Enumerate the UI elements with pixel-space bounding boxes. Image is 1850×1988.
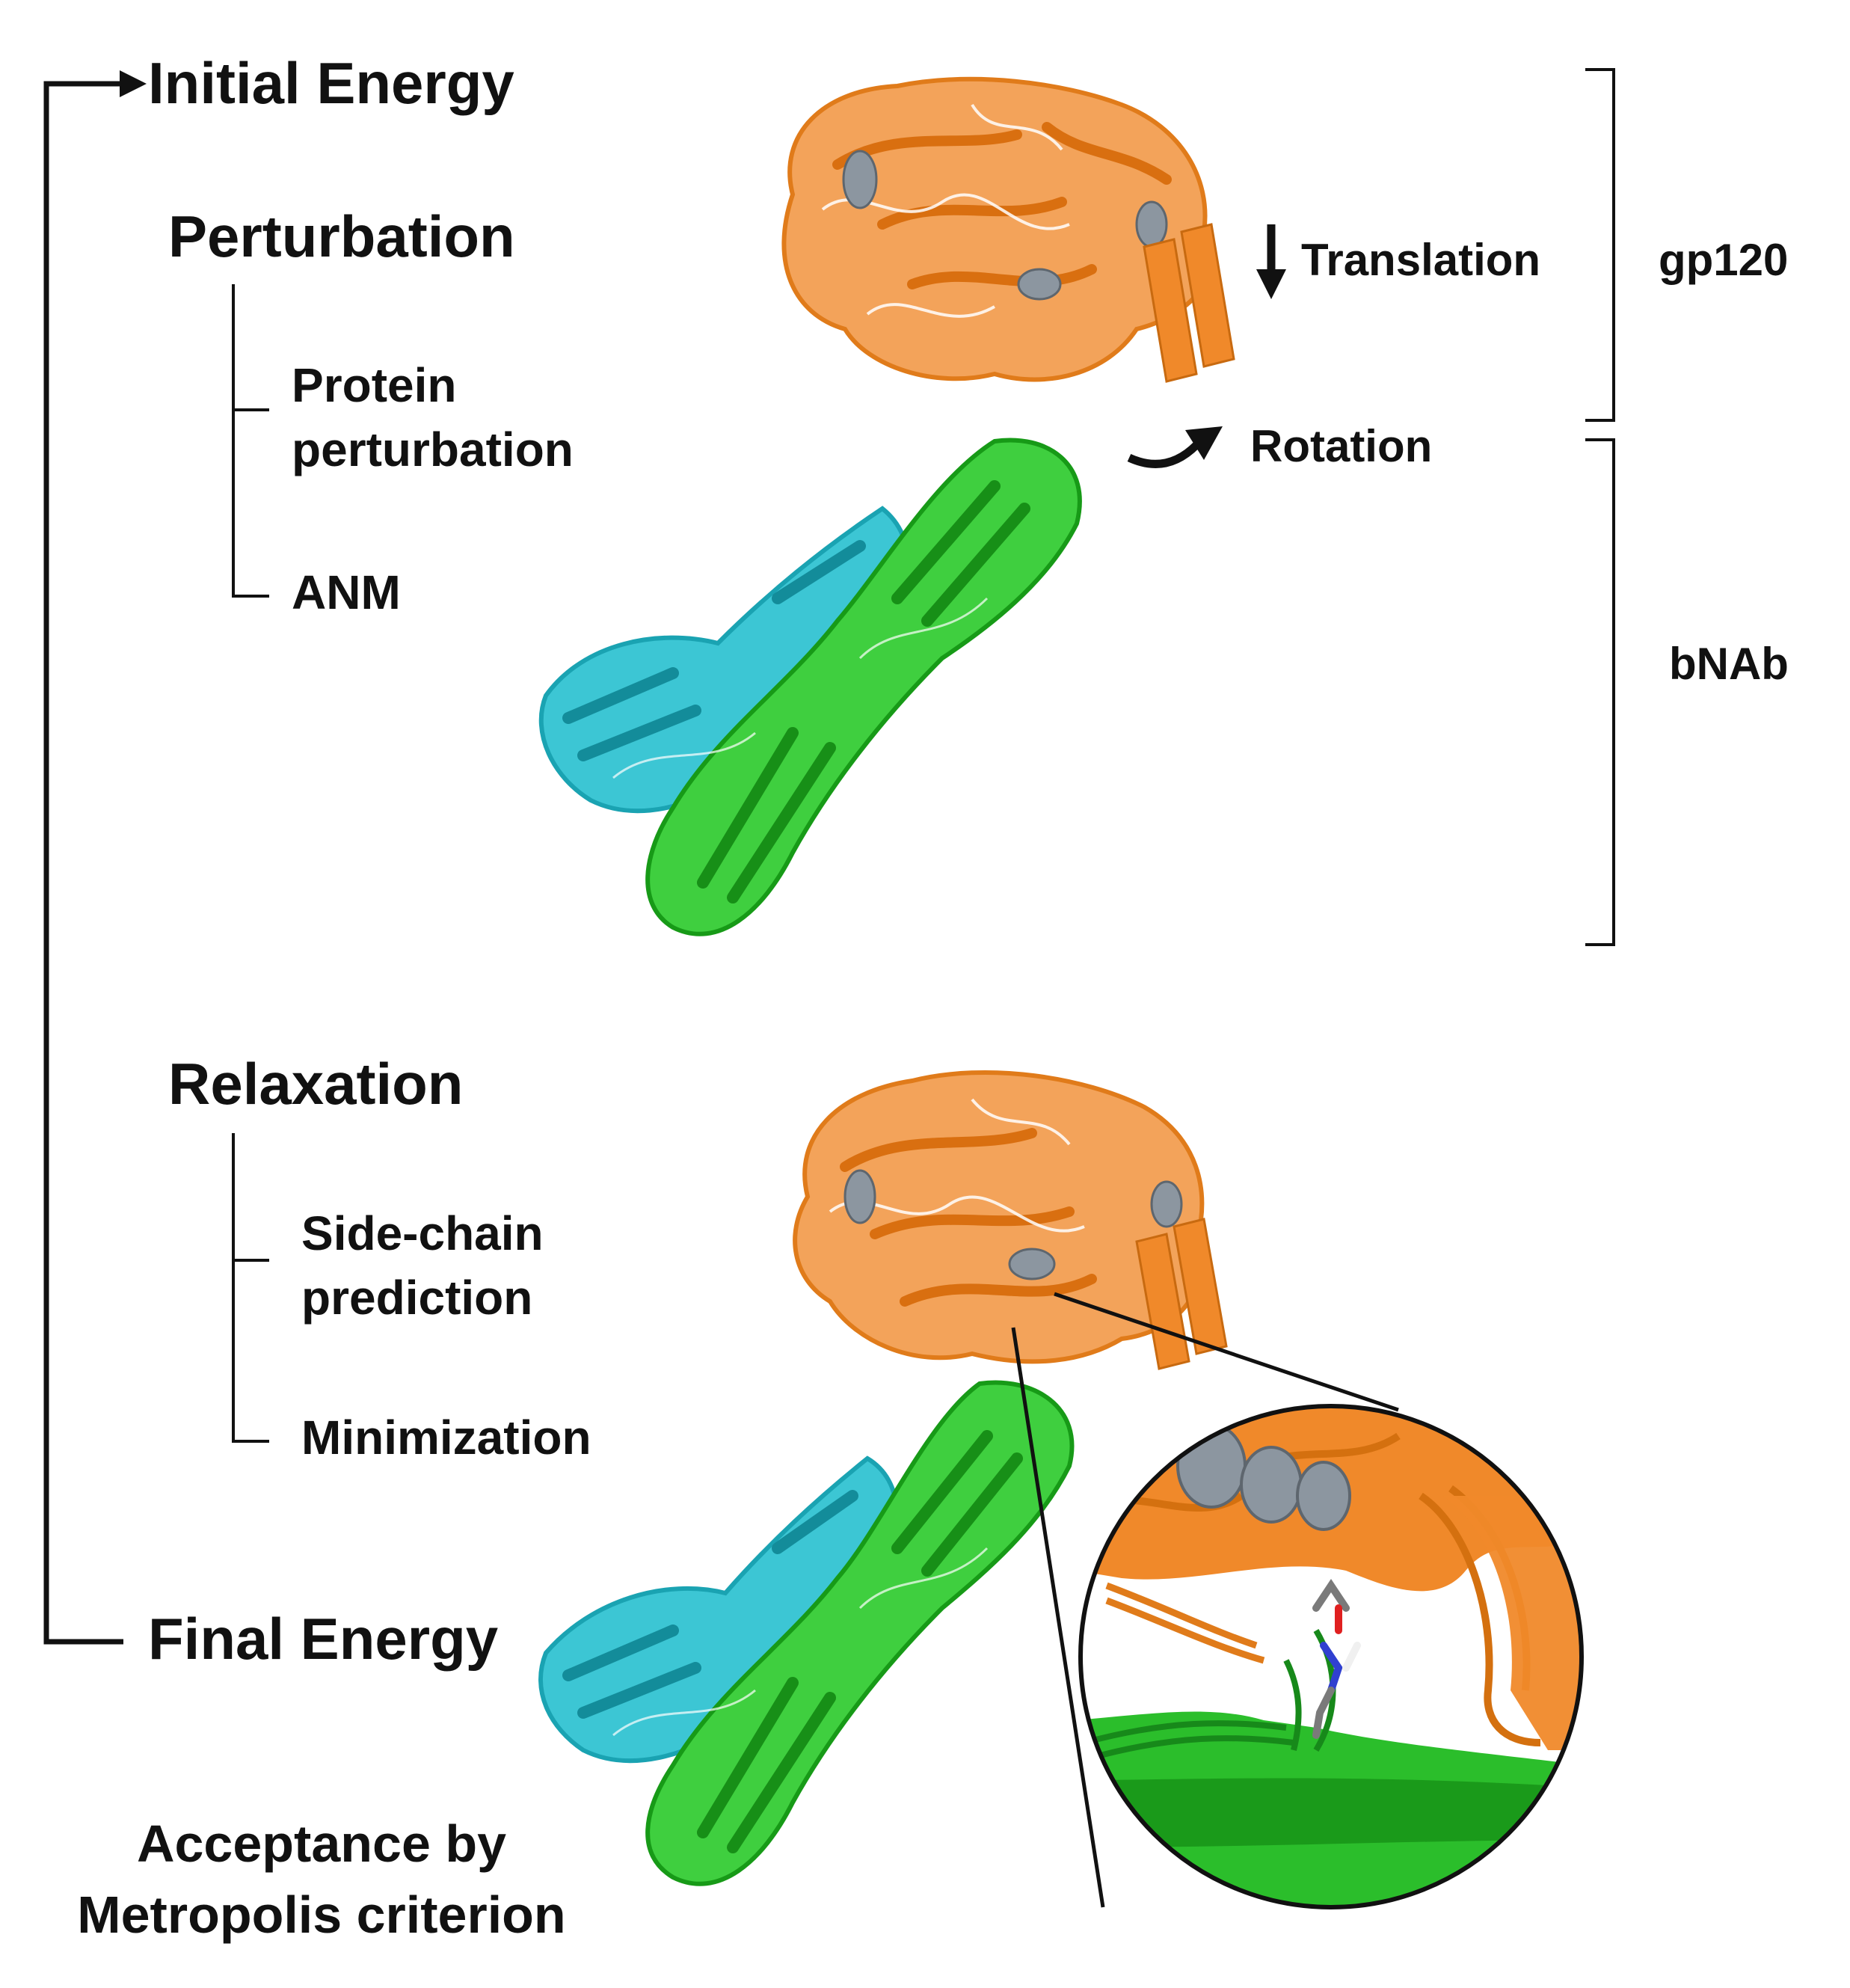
initial-energy-arrowhead — [120, 70, 147, 97]
minimization-label: Minimization — [301, 1411, 591, 1464]
bnab-bracket — [1585, 438, 1615, 946]
gp120-structure-bottom — [793, 1070, 1228, 1370]
rotation-label: Rotation — [1250, 421, 1433, 471]
translation-label: Translation — [1301, 235, 1541, 285]
bnab-structure-bottom — [538, 1380, 1075, 1886]
protein-perturbation-label: Protein perturbation — [292, 353, 574, 482]
relaxation-tree — [232, 1133, 269, 1443]
cycle-loop — [43, 81, 123, 1645]
interface-zoom-inset — [1078, 1404, 1584, 1909]
perturbation-title: Perturbation — [168, 203, 515, 269]
protein-perturbation-line2: perturbation — [292, 423, 574, 477]
protein-perturbation-line1: Protein — [292, 358, 457, 412]
acceptance-line1: Acceptance by — [136, 1814, 507, 1873]
acceptance-line2: Metropolis criterion — [77, 1885, 566, 1944]
gp120-label: gp120 — [1659, 235, 1789, 285]
perturbation-tree — [232, 284, 269, 598]
acceptance-label: Acceptance by Metropolis criterion — [45, 1808, 598, 1950]
side-chain-sticks — [1312, 1578, 1361, 1739]
gp120-bracket — [1585, 68, 1615, 422]
bnab-label: bNAb — [1669, 639, 1789, 689]
anm-label: ANM — [292, 565, 401, 619]
gp120-structure-top — [781, 76, 1235, 383]
zoom-guide-lines — [1011, 1292, 1399, 1908]
side-chain-prediction-line2: prediction — [301, 1271, 533, 1325]
translation-arrow-icon — [1256, 224, 1286, 299]
side-chain-prediction-line1: Side-chain — [301, 1206, 544, 1260]
final-energy-label: Final Energy — [148, 1606, 499, 1672]
side-chain-prediction-label: Side-chain prediction — [301, 1201, 544, 1331]
bnab-structure-top — [538, 438, 1082, 936]
relaxation-title: Relaxation — [168, 1051, 464, 1117]
initial-energy-label: Initial Energy — [148, 50, 514, 116]
rotation-arrow-icon — [1127, 426, 1223, 468]
